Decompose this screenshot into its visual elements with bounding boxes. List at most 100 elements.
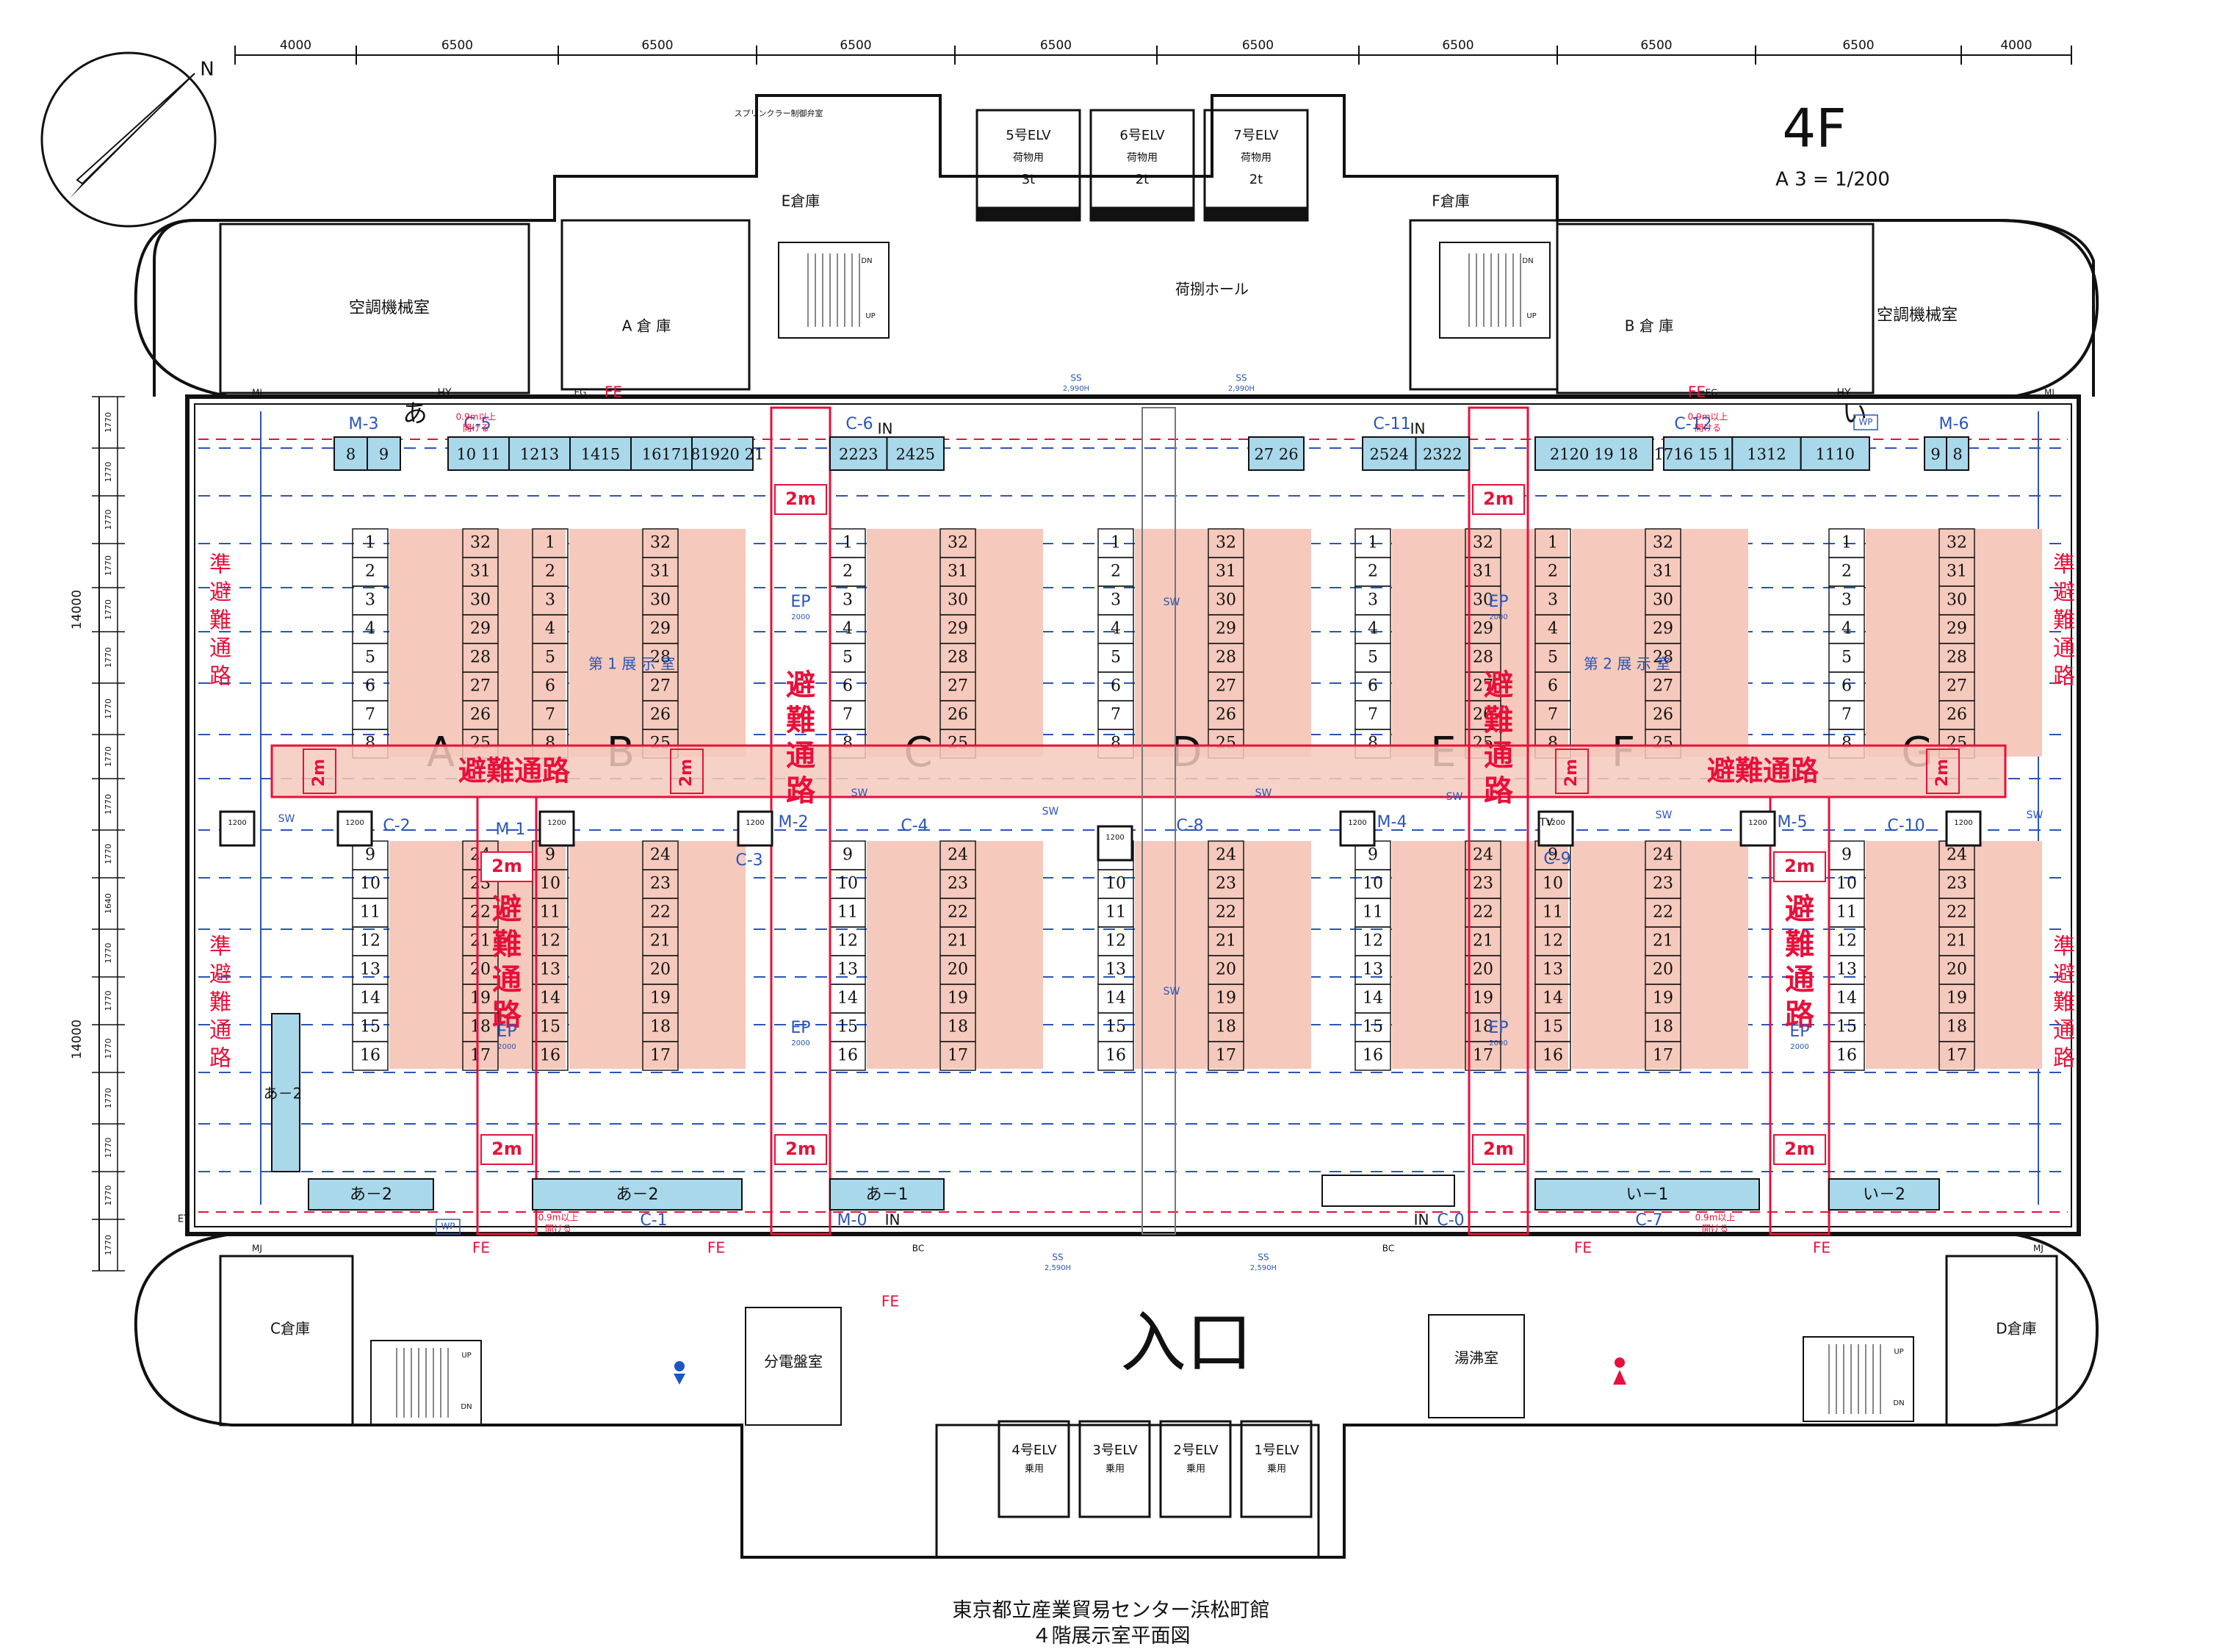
booth-number: 22 [1653,903,1673,922]
booth-number: 5 [843,649,853,667]
inlet-label: IN [878,420,893,438]
side-dimension-sub: 1770 [104,412,113,433]
side-dimension-sub: 1770 [104,991,113,1011]
vertical-char: 難 [1785,928,1814,962]
booth-number: 4 [1842,620,1852,638]
floor-label: 4F [1782,98,1846,159]
booth-number: 13 [540,961,560,979]
booth-number: 9 [545,846,555,865]
booth-number: 19 [650,989,671,1008]
booth-number: 24 [1216,846,1236,865]
wall-booth-bottom-label: い－2 [1863,1186,1905,1204]
wall-booth-top [367,436,401,471]
booth-number: 24 [948,846,968,865]
booth-number: 16 [540,1047,560,1065]
booth-number: 9 [1548,846,1558,865]
booth-block-upper-bg [1392,529,1568,757]
hall-inner-wall [194,403,2072,1227]
meter-label: M-5 [1778,813,1808,832]
booth-number: 11 [1836,903,1857,922]
booth-number: 13 [837,961,858,979]
outlet-label: C-2 [383,817,410,835]
fire-extinguisher-label: FE [472,1239,490,1257]
booth-number: 32 [1216,534,1236,552]
storage-c-label: C倉庫 [270,1320,310,1338]
booth-number: 20 [470,961,491,979]
booth-number: 22 [470,903,491,922]
booth-number: 18 [948,1018,968,1036]
booth-number: 11 [360,903,380,922]
booth-number: 22 [650,903,671,922]
booth-number: 16 [360,1047,380,1065]
pillar-size: 1200 [547,819,566,827]
outlet-label: C-10 [1887,817,1925,835]
escape-corridor-label: 避難通路 [786,668,816,808]
outlet-label: C-9 [1543,850,1570,868]
open-note-label: 0.9m以上 [538,1213,579,1223]
wall-booth-bottom [308,1178,434,1211]
fire-extinguisher-label: FE [605,383,622,401]
booth-number: 30 [1653,591,1673,610]
caption-line2: ４階展示室平面図 [1031,1625,1191,1648]
storage-f-label: F倉庫 [1432,192,1470,210]
stair-dn-label: DN [1893,1399,1904,1407]
booth-number: 1 [1111,534,1121,552]
wp-box [436,1219,461,1235]
wall-booth-number: 2223 [839,446,878,464]
wall-booth-top [1663,436,1734,471]
escape-corridor-lower [1769,796,1830,1236]
booth-number: 5 [1842,649,1852,667]
booth-number: 14 [360,989,380,1008]
booth-number: 28 [948,649,968,667]
mj-label: MJ [252,1244,262,1254]
wall-booth-number: 1110 [1816,446,1855,464]
elevator-use-label: 乗用 [1267,1464,1286,1475]
wall-booth-number: 1312 [1747,446,1786,464]
booth-number: 14 [1543,989,1563,1008]
booth-number: 21 [650,932,671,951]
booth-number: 4 [1548,620,1558,638]
booth-number: 12 [1363,932,1383,951]
vertical-char: 通 [786,739,815,773]
left-round-top [134,219,232,398]
dimension-label: 4000 [280,38,311,53]
booth-number: 18 [1947,1018,1967,1036]
booth-number: 19 [1653,989,1673,1008]
two-m-label: 2m [1562,759,1581,787]
booth-number: 6 [1842,677,1852,696]
vertical-char: 避 [209,962,231,988]
two-m-box [480,1134,533,1165]
stair-dn-label: DN [861,257,872,265]
open-note-label: 開ける [1702,1224,1728,1234]
wp-box [1853,414,1878,430]
two-m-label: 2m [1483,1139,1514,1159]
booth-number: 31 [1653,563,1673,581]
elevator-use-label: 乗用 [1025,1464,1044,1475]
tv-label: TV [1539,817,1554,829]
vertical-char: 避 [786,668,815,702]
hydrant-label: HY [437,387,452,399]
booth-number: 28 [1216,649,1236,667]
mj-label: MJ [2033,1244,2044,1254]
hall-1-label: 第 1 展 示 室 [588,655,675,673]
wall-booth-top [630,436,693,471]
escape-route-band [270,744,2007,798]
booth-number: 9 [843,846,853,865]
elevator-use-label: 荷物用 [1241,152,1271,164]
vertical-char: 通 [209,636,231,662]
ep-label: EP [790,1019,810,1037]
elevator-name-label: 4号ELV [1011,1443,1057,1458]
booth-number: 15 [1836,1018,1857,1036]
wall-booth-number: 9 [379,446,389,464]
ep-label: EP [1488,1019,1508,1037]
pillar-size: 1200 [1748,819,1767,827]
booth-block-upper-bg [867,529,1043,757]
booth-number: 18 [470,1018,491,1036]
booth-number: 4 [1111,620,1121,638]
ep-width-label: 2000 [497,1043,516,1051]
booth-number: 19 [1473,989,1493,1008]
pillar [1945,810,1982,847]
booth-number: 1 [365,534,375,552]
passenger-elevator [1159,1420,1232,1518]
booth-number: 23 [650,875,671,893]
